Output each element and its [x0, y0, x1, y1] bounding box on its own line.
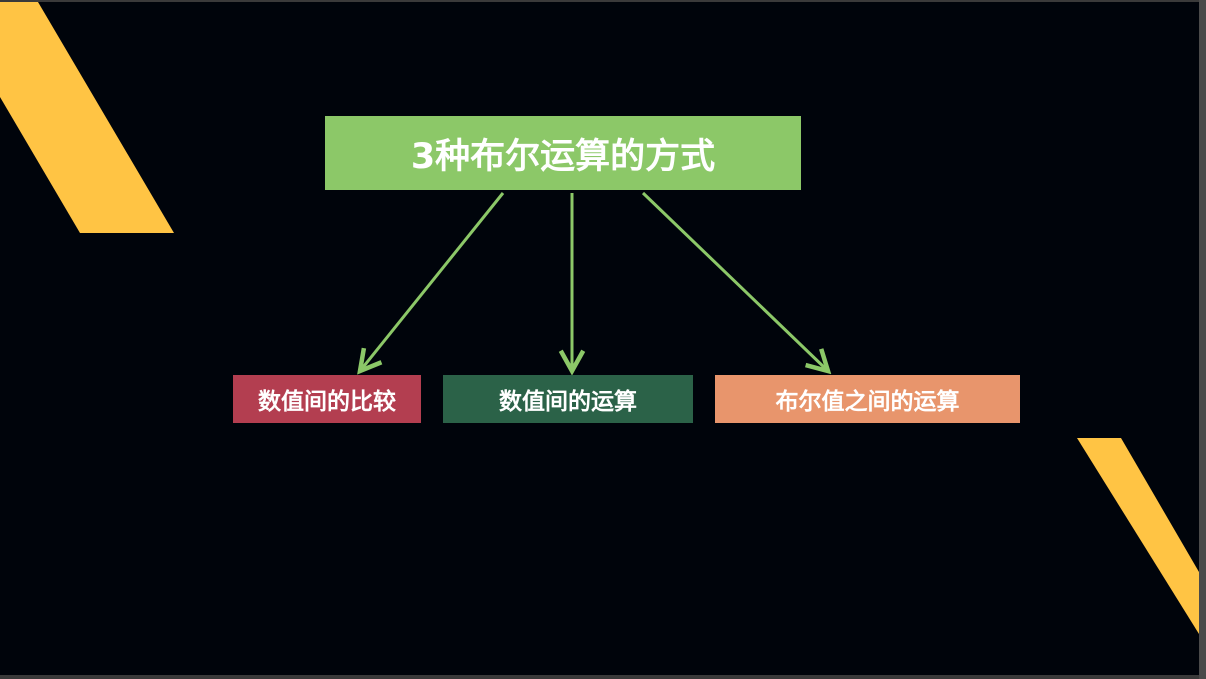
child-node-numeric-comparison: 数值间的比较 — [233, 375, 421, 423]
window-right-edge — [1199, 0, 1206, 679]
arrow-to-child-3 — [641, 191, 828, 371]
bottom-right-stripe — [1077, 438, 1199, 634]
root-node-title: 3种布尔运算的方式 — [325, 116, 801, 190]
child-node-boolean-operation: 布尔值之间的运算 — [715, 375, 1020, 423]
child-node-numeric-operation: 数值间的运算 — [443, 375, 693, 423]
arrow-to-child-1 — [360, 192, 505, 371]
top-left-stripe — [0, 2, 174, 233]
